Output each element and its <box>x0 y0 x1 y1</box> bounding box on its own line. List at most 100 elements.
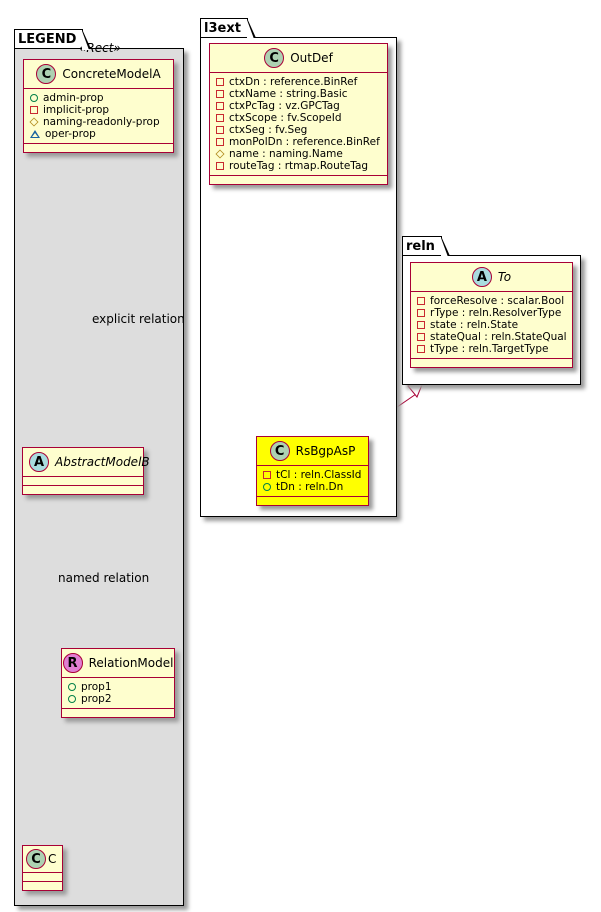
attribute-row: state : reln.State <box>417 319 566 331</box>
attribute-text: implicit-prop <box>43 104 110 116</box>
named-relation-label: named relation <box>58 571 150 585</box>
explicit-relation-label: explicit relation <box>92 312 185 326</box>
square-icon <box>216 138 224 146</box>
outdef-class[interactable]: C OutDef ctxDn : reference.BinRef ctxNam… <box>209 43 388 185</box>
attribute-text: ctxScope : fv.ScopeId <box>229 112 342 124</box>
relation-model-class[interactable]: R RelationModel prop1 prop2 <box>61 648 175 718</box>
attribute-list: admin-prop implicit-prop naming-readonly… <box>24 89 173 144</box>
class-name: RsBgpAsP <box>295 444 356 458</box>
class-name: To <box>497 270 512 284</box>
operation-compartment <box>24 144 173 152</box>
operation-compartment <box>23 882 62 890</box>
class-c-icon: C <box>269 441 290 461</box>
circle-icon <box>68 683 76 691</box>
square-icon <box>417 345 425 353</box>
attribute-row: implicit-prop <box>30 104 167 116</box>
concrete-model-a-class[interactable]: C ConcreteModelA admin-prop implicit-pro… <box>23 59 174 153</box>
class-header: C ConcreteModelA <box>24 60 173 89</box>
attribute-row: prop1 <box>68 681 168 693</box>
attribute-text: tCl : reln.ClassId <box>276 469 362 481</box>
class-header: A AbstractModelB <box>23 448 150 477</box>
attribute-text: ctxName : string.Basic <box>229 88 348 100</box>
attribute-row: oper-prop <box>30 128 167 140</box>
operation-compartment <box>23 486 143 494</box>
attribute-row: rType : reln.ResolverType <box>417 307 566 319</box>
square-icon <box>263 471 271 479</box>
class-name: AbstractModelB <box>55 455 150 469</box>
class-header: C C <box>23 846 62 873</box>
square-icon <box>216 102 224 110</box>
attribute-row: stateQual : reln.StateQual <box>417 331 567 343</box>
reln-package-name: reln <box>406 239 435 254</box>
l3ext-package-name: l3ext <box>204 21 241 36</box>
attribute-row: admin-prop <box>30 92 167 104</box>
attribute-row: tCl : reln.ClassId <box>263 469 362 481</box>
attribute-row: ctxSeg : fv.Seg <box>216 124 381 136</box>
attribute-row: forceResolve : scalar.Bool <box>417 295 566 307</box>
attribute-row: prop2 <box>68 693 168 705</box>
attribute-text: prop2 <box>81 693 112 705</box>
attribute-row: ctxDn : reference.BinRef <box>216 76 381 88</box>
rsbgpasp-class[interactable]: C RsBgpAsP tCl : reln.ClassId tDn : reln… <box>256 436 369 506</box>
attribute-text: routeTag : rtmap.RouteTag <box>229 160 369 172</box>
attribute-text: state : reln.State <box>430 319 519 331</box>
class-header: C RsBgpAsP <box>257 437 368 466</box>
attribute-text: ctxDn : reference.BinRef <box>229 76 358 88</box>
attribute-row: ctxPcTag : vz.GPCTag <box>216 100 381 112</box>
attribute-row: tDn : reln.Dn <box>263 481 362 493</box>
c-class[interactable]: C C <box>22 845 63 891</box>
square-icon <box>417 297 425 305</box>
class-name: ConcreteModelA <box>62 67 161 81</box>
operation-compartment <box>210 176 387 184</box>
circle-icon <box>68 695 76 703</box>
class-header: A To <box>411 263 572 292</box>
class-c-icon: C <box>36 64 57 84</box>
attribute-text: admin-prop <box>43 92 104 104</box>
legend-stereotype: «Rect» <box>79 41 121 55</box>
circle-icon <box>263 483 271 491</box>
diamond-icon <box>29 117 39 127</box>
class-name: C <box>48 852 57 866</box>
attribute-text: forceResolve : scalar.Bool <box>430 295 565 307</box>
abstract-model-b-class[interactable]: A AbstractModelB <box>22 447 150 495</box>
reln-package-tab: reln <box>402 236 450 257</box>
triangle-icon <box>30 130 40 138</box>
l3ext-package-tab: l3ext <box>200 18 256 39</box>
attribute-text: tDn : reln.Dn <box>276 481 344 493</box>
square-icon <box>216 114 224 122</box>
attribute-row: routeTag : rtmap.RouteTag <box>216 160 381 172</box>
attribute-text: ctxPcTag : vz.GPCTag <box>229 100 340 112</box>
square-icon <box>30 106 38 114</box>
attribute-list: prop1 prop2 <box>62 678 174 709</box>
relation-r-icon: R <box>62 653 83 673</box>
square-icon <box>417 321 425 329</box>
attribute-compartment <box>23 477 143 486</box>
attribute-text: tType : reln.TargetType <box>430 343 549 355</box>
circle-icon <box>30 94 38 102</box>
attribute-text: monPolDn : reference.BinRef <box>229 136 380 148</box>
attribute-text: ctxSeg : fv.Seg <box>229 124 308 136</box>
attribute-list: ctxDn : reference.BinRef ctxName : strin… <box>210 73 387 176</box>
class-name: OutDef <box>290 51 333 65</box>
operation-compartment <box>62 709 174 717</box>
abstract-a-icon: A <box>471 267 492 287</box>
class-c-icon: C <box>26 849 46 869</box>
operation-compartment <box>257 497 368 505</box>
attribute-text: prop1 <box>81 681 112 693</box>
legend-package-name: LEGEND <box>18 32 77 47</box>
attribute-row: ctxName : string.Basic <box>216 88 381 100</box>
attribute-row: ctxScope : fv.ScopeId <box>216 112 381 124</box>
to-class[interactable]: A To forceResolve : scalar.Bool rType : … <box>410 262 573 368</box>
attribute-text: naming-readonly-prop <box>43 116 160 128</box>
class-name: RelationModel <box>88 656 174 670</box>
attribute-row: monPolDn : reference.BinRef <box>216 136 381 148</box>
attribute-text: rType : reln.ResolverType <box>430 307 562 319</box>
square-icon <box>216 90 224 98</box>
abstract-a-icon: A <box>29 452 49 472</box>
class-c-icon: C <box>264 48 285 68</box>
diamond-icon <box>215 149 225 159</box>
attribute-text: stateQual : reln.StateQual <box>430 331 567 343</box>
class-header: C OutDef <box>210 44 387 73</box>
attribute-text: oper-prop <box>45 128 96 140</box>
attribute-list: forceResolve : scalar.Bool rType : reln.… <box>411 292 572 359</box>
